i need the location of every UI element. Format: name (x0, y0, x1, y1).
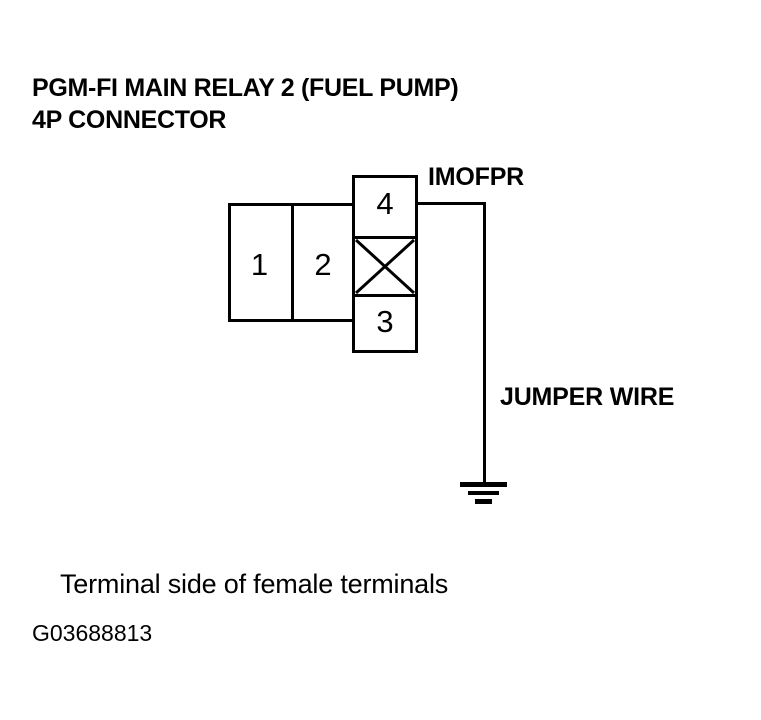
housing-bottom-edge (228, 319, 355, 322)
terminal-number-2: 2 (314, 247, 332, 282)
ground-icon-bar-top (460, 482, 507, 487)
figure-code: G03688813 (32, 620, 153, 646)
figure-title: PGM-FI MAIN RELAY 2 (FUEL PUMP) 4P CONNE… (32, 72, 692, 136)
figure-title-line-1: PGM-FI MAIN RELAY 2 (FUEL PUMP) (32, 74, 459, 102)
ground-icon-bar-middle (468, 491, 499, 495)
terminal-number-4: 4 (376, 186, 394, 221)
housing-top-edge (228, 203, 355, 206)
ground-icon-bar-bottom (475, 499, 492, 504)
figure-title-line-2: 4P CONNECTOR (32, 106, 227, 134)
jumper-wire-horizontal-segment (415, 202, 486, 205)
connector-right-housing (352, 175, 418, 353)
figure-caption: Terminal side of female terminals (60, 569, 449, 599)
jumper-wire-vertical-segment (483, 202, 486, 485)
jumper-wire-label: JUMPER WIRE (500, 383, 675, 411)
connector-cell-divider (291, 203, 294, 322)
x-cross-icon (355, 239, 415, 294)
right-housing-divider-upper (352, 236, 418, 239)
signal-label-imofpr: IMOFPR (428, 163, 525, 191)
right-housing-divider-lower (352, 294, 418, 297)
terminal-number-3: 3 (376, 304, 394, 339)
terminal-number-1: 1 (250, 247, 269, 282)
